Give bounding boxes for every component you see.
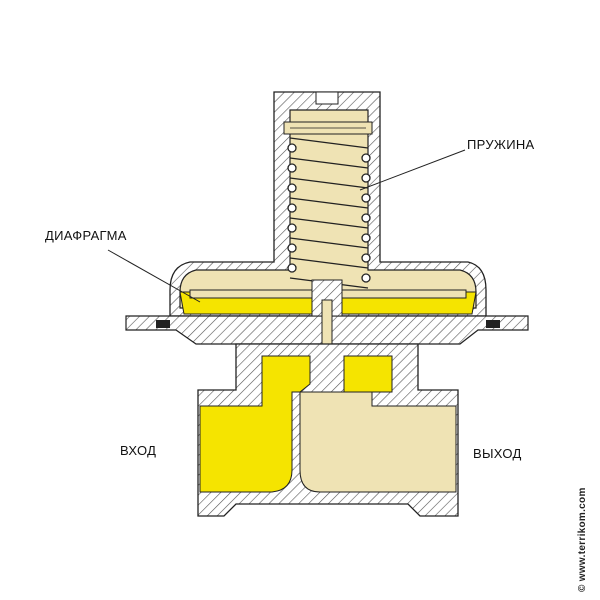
- copyright-watermark: © www.terrikom.com: [577, 487, 588, 592]
- inlet-label: ВХОД: [120, 443, 157, 458]
- inlet-gas-region: [199, 355, 311, 493]
- diaphragm-label: ДИАФРАГМА: [45, 228, 127, 243]
- outlet-gas-region: [299, 355, 457, 493]
- spring-label: ПРУЖИНА: [467, 137, 535, 152]
- spring: [287, 137, 371, 289]
- adjustment-plate: [283, 121, 373, 135]
- leader-lines: [107, 149, 466, 303]
- outlet-label: ВЫХОД: [473, 446, 522, 461]
